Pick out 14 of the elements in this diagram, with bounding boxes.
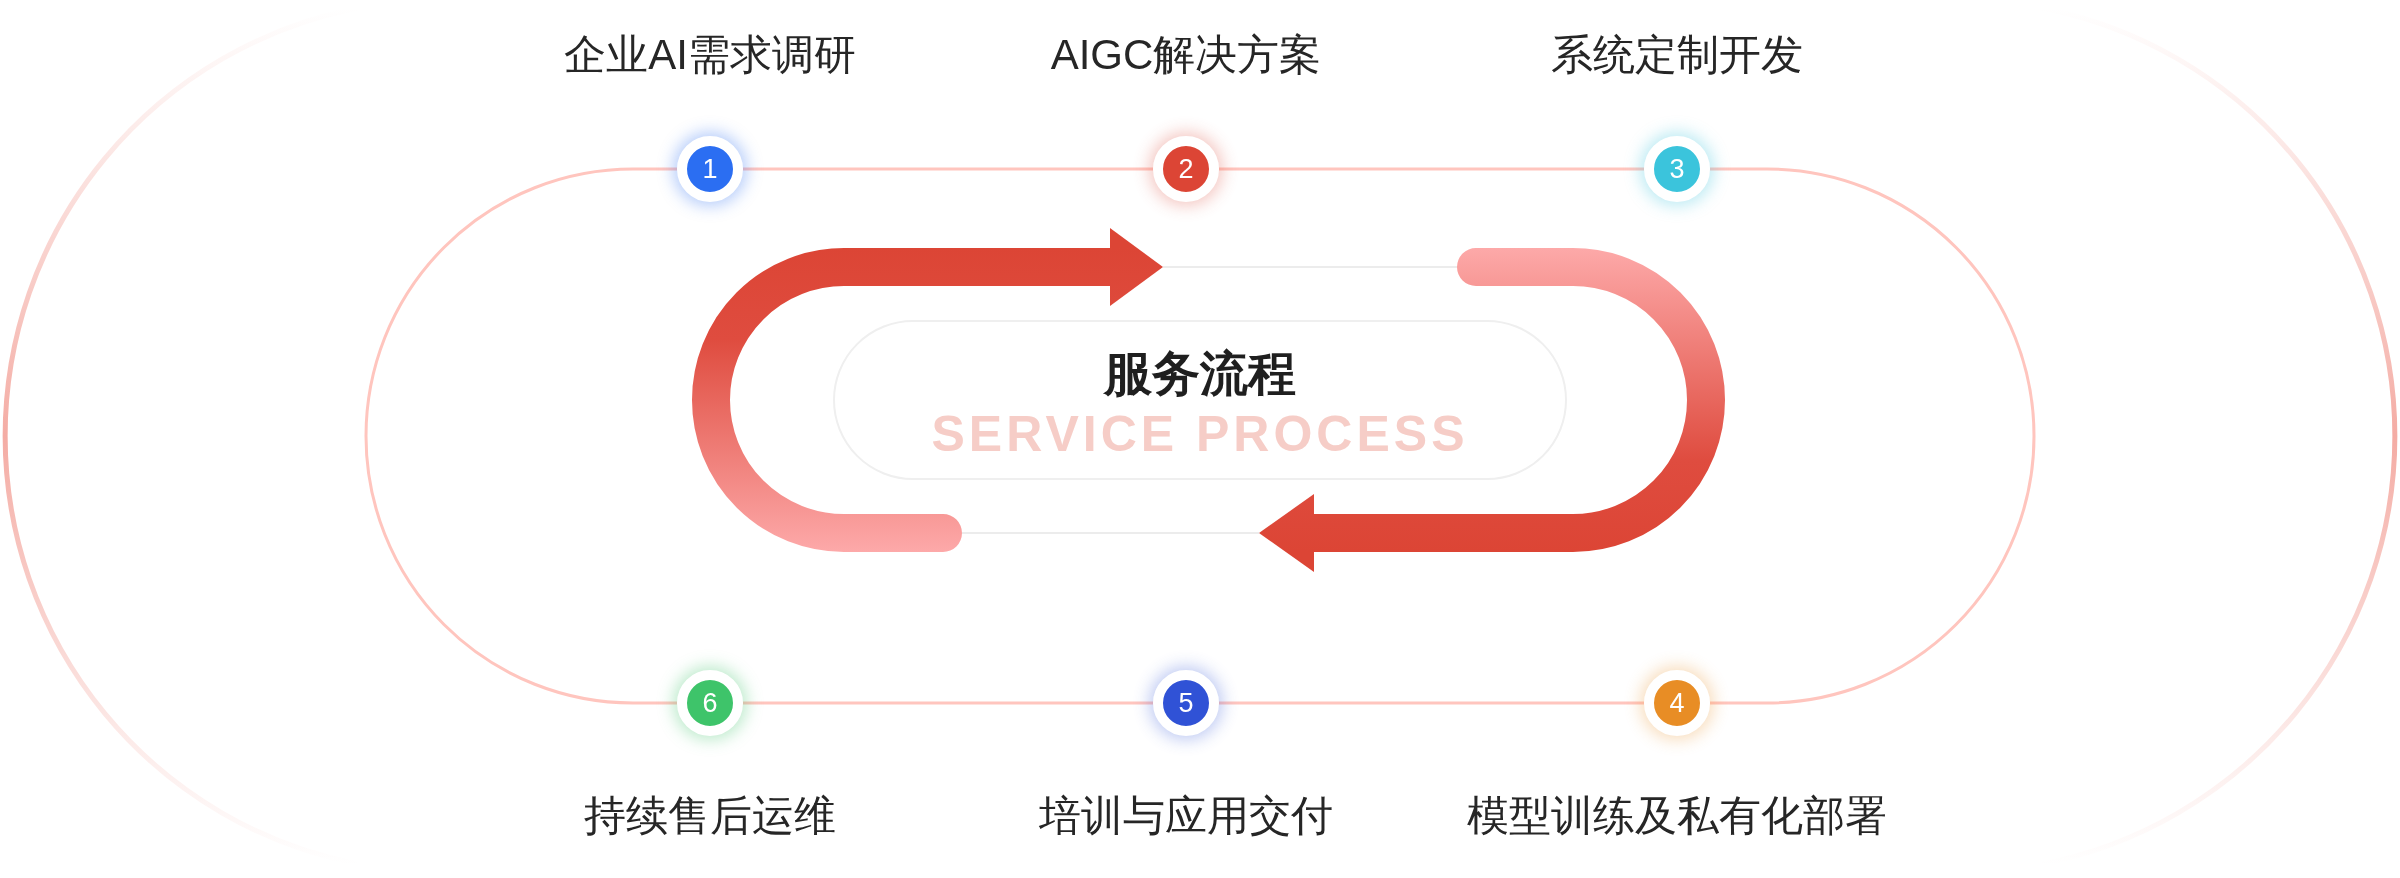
- step-label: 模型训练及私有化部署: [1467, 791, 1887, 841]
- track-line: [743, 167, 1153, 171]
- step-label: 系统定制开发: [1551, 30, 1803, 80]
- track-line: [1219, 167, 1644, 171]
- subtitle-text: SERVICE PROCESS: [931, 407, 1469, 461]
- track-line: [365, 167, 677, 705]
- track-line: [1219, 701, 1644, 705]
- track-line: [1710, 167, 2035, 705]
- step-label: AIGC解决方案: [1050, 30, 1322, 80]
- step-label: 培训与应用交付: [1039, 791, 1333, 841]
- step-label: 企业AI需求调研: [564, 30, 856, 80]
- step-label: 持续售后运维: [584, 791, 836, 841]
- track-line: [743, 701, 1153, 705]
- center-title: 服务流程: [1104, 347, 1296, 401]
